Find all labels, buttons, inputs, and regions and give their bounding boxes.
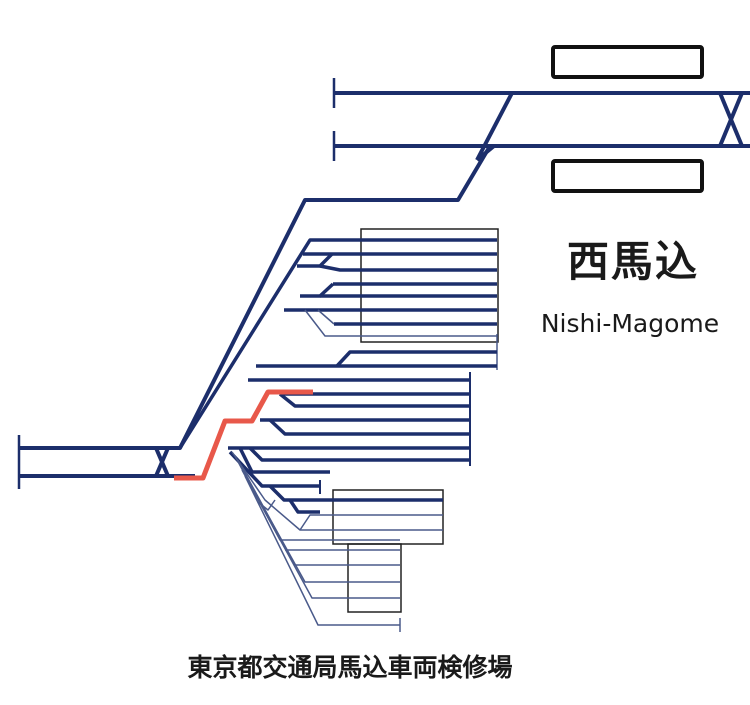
depot-building-lower xyxy=(332,489,444,545)
crossover-station xyxy=(475,92,514,161)
yard-upper-track-4 xyxy=(319,264,497,272)
yard-lower-track-2 xyxy=(288,499,320,514)
yard-fan-8 xyxy=(244,475,400,626)
crossover-west-b xyxy=(154,447,170,477)
yard-lower-thin xyxy=(231,451,443,632)
yard-upper xyxy=(178,238,497,449)
platform-south xyxy=(551,159,704,193)
buffer-stops xyxy=(17,78,336,489)
yard-middle-track-9 xyxy=(248,446,470,462)
yard-stub xyxy=(257,499,276,511)
yard-middle xyxy=(228,350,497,514)
yard-upper-ladder xyxy=(178,238,497,449)
yard-upper-siding-a xyxy=(304,309,497,337)
yard-middle-track-5 xyxy=(278,392,470,408)
yard-fan-2 xyxy=(299,514,443,531)
yard-middle-track-10 xyxy=(238,447,330,474)
main-tracks xyxy=(20,91,750,478)
highlight-route xyxy=(174,389,313,481)
platforms xyxy=(551,45,704,193)
yard-upper-siding-b xyxy=(317,309,335,325)
yard-fan-3 xyxy=(234,455,400,541)
mainline-descent xyxy=(20,144,492,450)
crossover-east-b xyxy=(718,92,744,147)
station-name-en: Nishi-Magome xyxy=(540,309,720,338)
yard-middle-track-7 xyxy=(268,418,470,436)
yard-upper-thin xyxy=(304,309,498,370)
yard-fan-7 xyxy=(241,469,400,599)
yard-upper-track-3 xyxy=(297,252,334,268)
depot-building-bottom xyxy=(347,543,402,613)
yard-buffers xyxy=(319,372,471,494)
yard-lower-track-1 xyxy=(268,484,443,502)
station-name-ja: 西馬込 xyxy=(566,237,699,286)
depot-name: 東京都交通局馬込車両検修場 xyxy=(187,653,513,682)
yard-upper-track-6 xyxy=(300,282,335,298)
platform-north xyxy=(551,45,704,79)
yard-middle-track-2 xyxy=(335,350,497,368)
yard-fan-1 xyxy=(231,451,443,531)
